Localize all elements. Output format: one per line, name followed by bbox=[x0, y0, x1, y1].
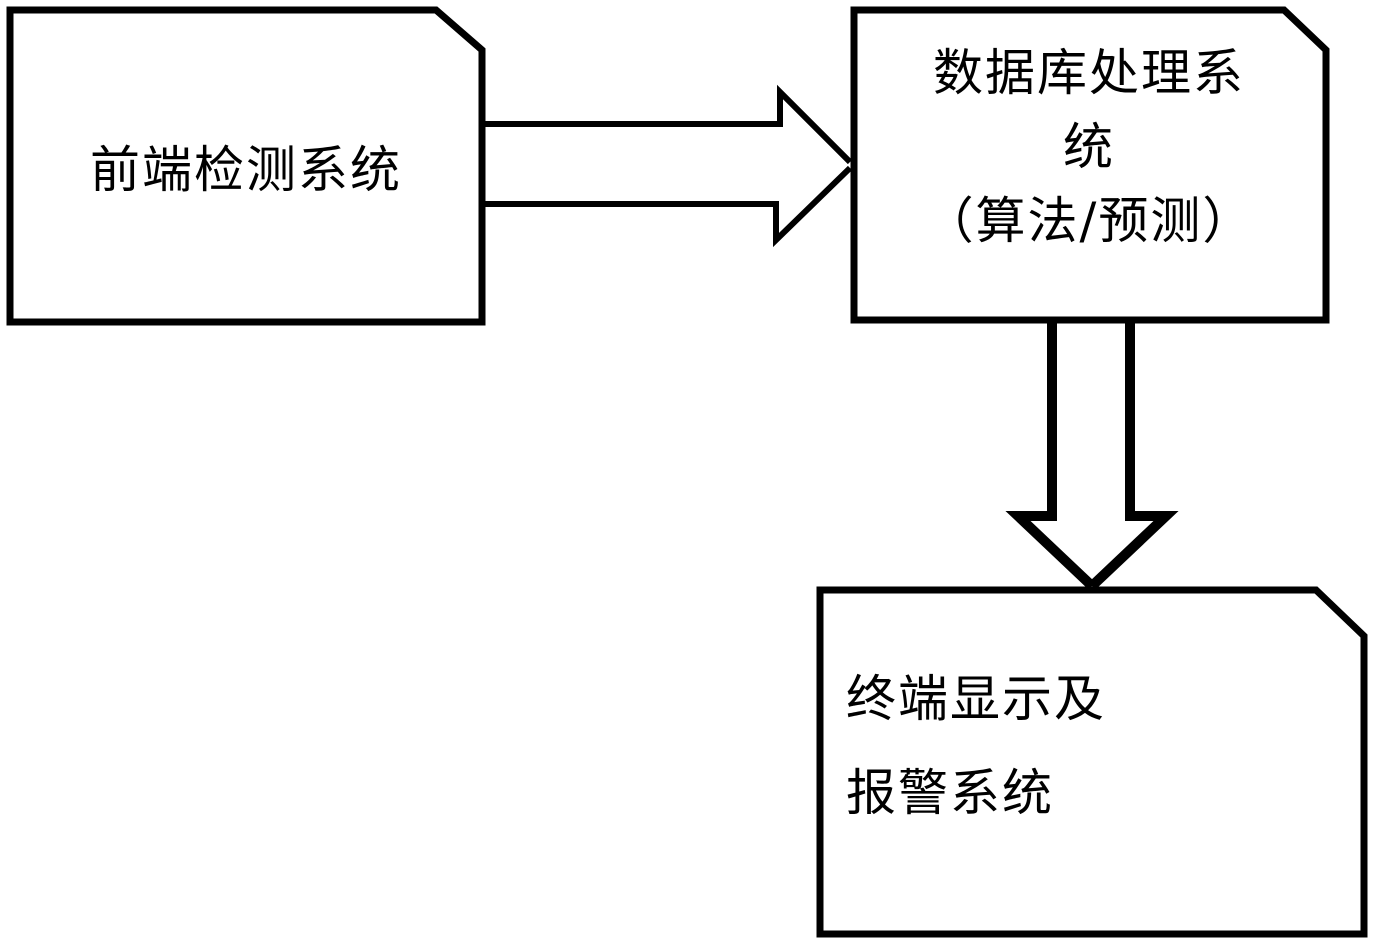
terminal-label: 终端显示及 报警系统 bbox=[846, 652, 1346, 840]
arrow-database-to-terminal bbox=[1005, 322, 1179, 590]
database-label-line: 数据库处理系 bbox=[933, 44, 1245, 102]
terminal-label-line: 报警系统 bbox=[846, 764, 1054, 822]
terminal-label-line: 终端显示及 bbox=[846, 670, 1106, 728]
front-end-text: 前端检测系统 bbox=[90, 141, 402, 199]
node-terminal bbox=[816, 586, 1368, 938]
database-label-line: 统 bbox=[1063, 118, 1115, 176]
database-label-line: （算法/预测） bbox=[923, 192, 1255, 250]
node-front-end bbox=[6, 6, 486, 326]
database-label: 数据库处理系 统 （算法/预测） bbox=[854, 36, 1324, 258]
front-end-label: 前端检测系统 bbox=[12, 100, 480, 240]
arrow-front-to-database bbox=[482, 84, 853, 248]
node-database bbox=[850, 6, 1330, 324]
